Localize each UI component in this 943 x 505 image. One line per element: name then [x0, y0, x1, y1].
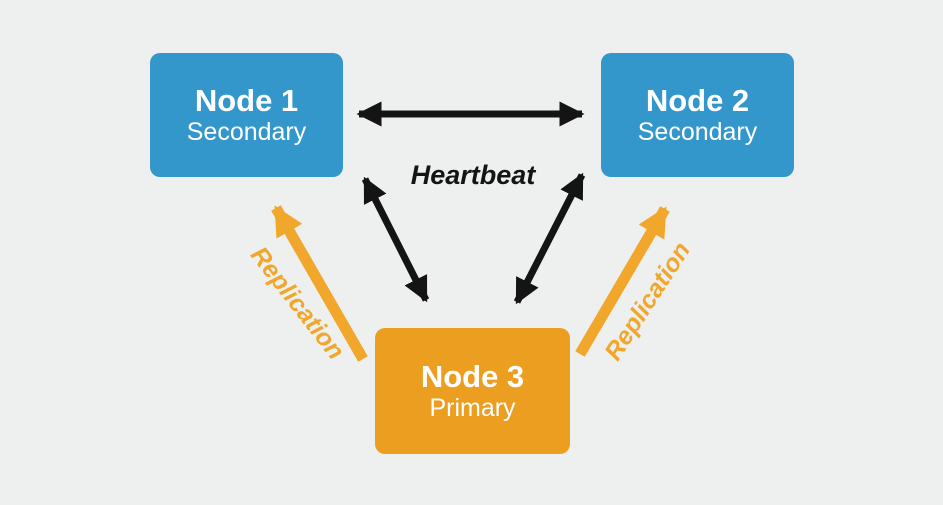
replication-arrow-node3-node2	[575, 206, 670, 357]
node-3-box: Node 3 Primary	[375, 328, 570, 454]
node-2-role: Secondary	[637, 118, 758, 147]
node-3-title: Node 3	[420, 358, 525, 394]
heartbeat-arrow-node2-node3	[513, 172, 586, 305]
node-2-box: Node 2 Secondary	[601, 53, 794, 177]
heartbeat-arrow-node1-node3	[361, 176, 430, 303]
node-3-role: Primary	[429, 394, 516, 423]
node-2-title: Node 2	[645, 82, 750, 118]
node-1-title: Node 1	[194, 82, 299, 118]
node-1-box: Node 1 Secondary	[150, 53, 343, 177]
heartbeat-label: Heartbeat	[410, 160, 536, 190]
replication-arrow-node3-node1	[271, 205, 368, 362]
node-1-role: Secondary	[186, 118, 307, 147]
